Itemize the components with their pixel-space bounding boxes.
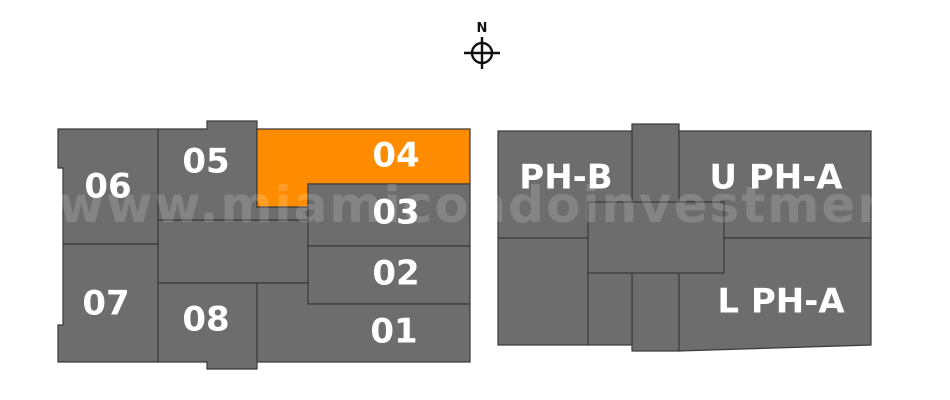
- block-right-lower-mid: [587, 272, 633, 346]
- core-right-top: [631, 123, 680, 203]
- block-right-lower-left: [497, 237, 589, 346]
- north-arrow-icon: [464, 37, 500, 69]
- unit-02[interactable]: [307, 245, 471, 305]
- compass: N: [464, 21, 500, 69]
- building-left: [57, 120, 471, 370]
- core-left: [157, 219, 309, 284]
- compass-north-letter: N: [477, 21, 488, 36]
- unit-07[interactable]: [57, 243, 159, 363]
- building-right: [497, 123, 872, 352]
- unit-06[interactable]: [57, 128, 159, 245]
- unit-01[interactable]: [256, 282, 471, 363]
- unit-03[interactable]: [307, 183, 471, 247]
- core-right-bottom: [631, 272, 680, 352]
- core-right-center: [587, 201, 725, 274]
- unit-08[interactable]: [157, 282, 258, 370]
